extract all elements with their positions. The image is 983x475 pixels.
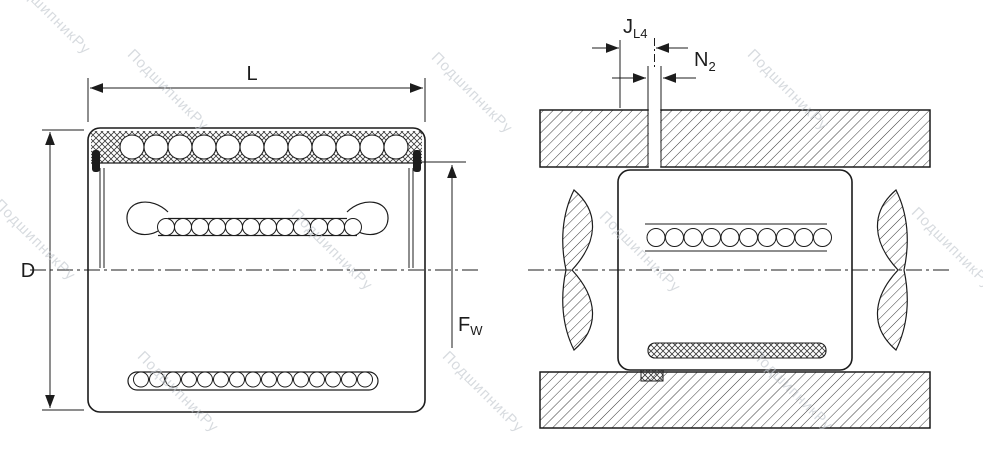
left-view-bearing: L D FW	[21, 63, 483, 413]
dim-L	[87, 78, 426, 122]
section-bottom-track	[647, 342, 827, 359]
middle-ball-row	[157, 218, 362, 236]
dim-D-label: D	[21, 260, 35, 282]
section-ball-track	[645, 223, 827, 252]
right-view-assembly: JL4 N2	[528, 16, 952, 429]
dim-L-label: L	[246, 63, 257, 85]
dim-JL4-label: JL4	[623, 16, 647, 41]
housing-bottom	[539, 371, 931, 429]
bottom-ball-row	[133, 371, 373, 388]
housing-top	[539, 109, 931, 168]
dim-FW-label: FW	[458, 314, 483, 338]
dim-JL4	[592, 38, 688, 108]
dim-N2-label: N2	[694, 49, 716, 74]
retaining-tab	[640, 369, 664, 382]
section-ball-row	[646, 228, 832, 247]
top-ball-row	[119, 134, 409, 160]
seal-right	[876, 189, 908, 351]
seal-left	[562, 189, 594, 351]
dim-FW	[420, 161, 466, 348]
right-seal-cap	[413, 150, 421, 172]
left-seal-cap	[92, 150, 100, 172]
dim-D	[42, 129, 84, 411]
sleeve-walls	[99, 168, 414, 268]
bearing-body-section	[617, 169, 853, 371]
